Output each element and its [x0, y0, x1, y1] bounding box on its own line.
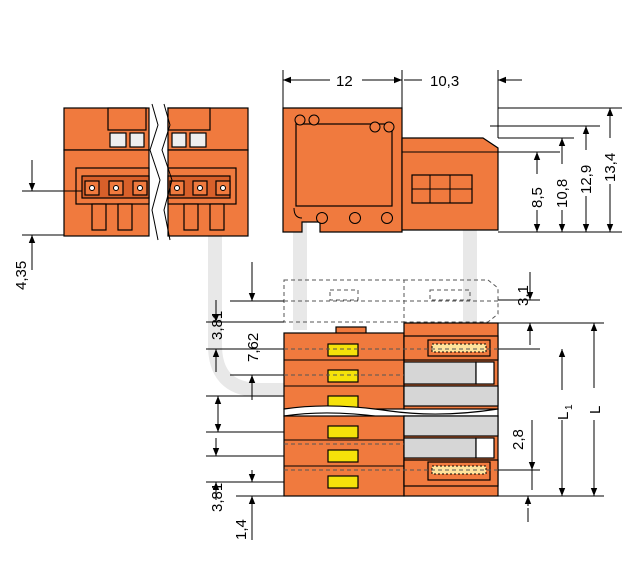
dim-label-3-81-bottom: 3,81 [209, 483, 226, 512]
dim-l1: L 1 [555, 349, 575, 496]
dim-3-81-bottom: 3,81 [206, 438, 284, 512]
dim-label-8-5: 8,5 [529, 187, 546, 208]
dim-label-7-62: 7,62 [245, 333, 262, 362]
side-view [282, 107, 499, 233]
dim-label-12: 12 [336, 73, 353, 90]
dim-label-l1: L [555, 412, 572, 420]
dim-label-l: L [587, 406, 604, 414]
dim-l: L [587, 323, 604, 496]
dim-1-4: 1,4 [233, 470, 284, 540]
dim-3-81-top: 3,81 [206, 300, 284, 372]
dim-4-35: 4,35 [13, 160, 82, 290]
dim-label-12-9: 12,9 [578, 165, 595, 194]
dim-label-3-1: 3,1 [515, 285, 532, 306]
dim-1-4-right [498, 495, 604, 522]
front-view-left-half [63, 107, 150, 237]
dim-label-l1-subscript: 1 [564, 404, 575, 410]
housing-lower [283, 415, 499, 497]
dim-label-3-81-top: 3,81 [209, 311, 226, 340]
dim-10-3: 10,3 [404, 70, 522, 138]
dim-heights: 8,5 10,8 12,9 13,4 [490, 107, 622, 233]
dim-label-1-4: 1,4 [233, 519, 250, 540]
dim-label-10-3: 10,3 [430, 73, 459, 90]
dim-label-2-8: 2,8 [510, 429, 527, 450]
dim-label-4-35: 4,35 [13, 261, 30, 290]
front-view [63, 103, 249, 241]
housing-upper [283, 322, 499, 410]
mated-part-outline [283, 279, 499, 323]
dim-left-mid [206, 395, 284, 433]
top-view [283, 279, 499, 497]
dim-2-8: 2,8 [498, 348, 540, 490]
dim-3-1: 3,1 [498, 272, 604, 345]
dim-label-10-8: 10,8 [554, 179, 571, 208]
dim-label-13-4: 13,4 [602, 153, 619, 182]
dim-12: 12 [282, 70, 403, 138]
front-view-right-half [167, 107, 249, 237]
